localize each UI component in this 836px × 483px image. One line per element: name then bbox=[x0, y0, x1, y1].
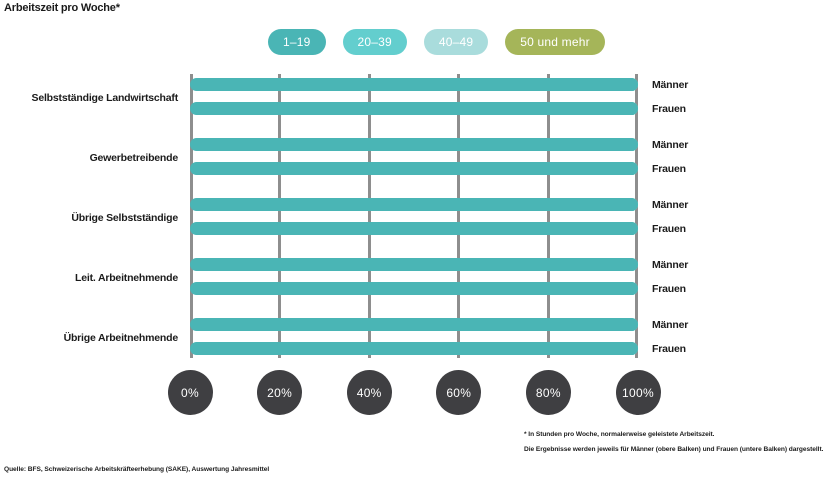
sex-label: Männer bbox=[652, 259, 689, 271]
stacked-bar[interactable] bbox=[190, 78, 638, 91]
sex-label: Männer bbox=[652, 319, 689, 331]
legend-item-0[interactable]: 1–19 bbox=[268, 29, 326, 55]
sex-label: Frauen bbox=[652, 343, 686, 355]
category-label: Leit. Arbeitnehmende bbox=[75, 272, 178, 284]
sex-label: Männer bbox=[652, 139, 689, 151]
stacked-bar[interactable] bbox=[190, 162, 638, 175]
bar-segment bbox=[190, 198, 638, 211]
legend-item-label: 50 und mehr bbox=[520, 35, 590, 49]
legend-item-2[interactable]: 40–49 bbox=[423, 29, 489, 55]
stacked-bar[interactable] bbox=[190, 138, 638, 151]
axis-tick-60: 60% bbox=[436, 370, 482, 415]
sex-label: Frauen bbox=[652, 283, 686, 295]
bar-segment bbox=[190, 258, 638, 271]
footnotes: * In Stunden pro Woche, normalerweise ge… bbox=[524, 430, 830, 460]
x-axis: 0% 20% 40% 60% 80% 100% bbox=[167, 370, 661, 415]
bar-segment bbox=[190, 318, 638, 331]
bar-segment bbox=[190, 138, 638, 151]
axis-tick-label: 100% bbox=[622, 385, 654, 400]
legend-item-label: 40–49 bbox=[438, 35, 474, 49]
stacked-bar[interactable] bbox=[190, 102, 638, 115]
stacked-bar[interactable] bbox=[190, 222, 638, 235]
bar-segment bbox=[190, 222, 638, 235]
sex-label: Frauen bbox=[652, 163, 686, 175]
gridline-100 bbox=[635, 74, 638, 358]
sex-label: Männer bbox=[652, 79, 689, 91]
sex-label: Männer bbox=[652, 199, 689, 211]
footnote-1: Die Ergebnisse werden jeweils für Männer… bbox=[524, 446, 824, 454]
sex-label: Frauen bbox=[652, 223, 686, 235]
footnote-0: * In Stunden pro Woche, normalerweise ge… bbox=[524, 431, 715, 438]
axis-tick-100: 100% bbox=[615, 370, 661, 415]
chart-legend: 1–19 20–39 40–49 50 und mehr bbox=[268, 29, 605, 55]
sex-label: Frauen bbox=[652, 103, 686, 115]
legend-item-label: 20–39 bbox=[357, 35, 392, 49]
source-note: Quelle: BFS, Schweizerische Arbeitskräft… bbox=[4, 466, 270, 473]
gridline-60 bbox=[457, 74, 461, 358]
category-label: Selbstständige Landwirtschaft bbox=[31, 92, 179, 104]
stacked-bar[interactable] bbox=[190, 318, 638, 331]
axis-tick-label: 40% bbox=[356, 385, 382, 400]
axis-tick-label: 0% bbox=[181, 385, 199, 400]
bar-segment bbox=[190, 282, 638, 295]
category-label: Gewerbetreibende bbox=[89, 152, 179, 164]
bar-segment bbox=[190, 102, 638, 115]
axis-tick-label: 60% bbox=[446, 385, 472, 400]
stacked-bar[interactable] bbox=[190, 198, 638, 211]
stacked-bar[interactable] bbox=[190, 282, 638, 295]
category-label: Übrige Selbstständige bbox=[71, 212, 178, 224]
bar-segment bbox=[190, 342, 638, 355]
stacked-bar[interactable] bbox=[190, 258, 638, 271]
legend-item-label: 1–19 bbox=[283, 35, 311, 49]
bar-segment bbox=[190, 78, 638, 91]
stacked-bar[interactable] bbox=[190, 342, 638, 355]
gridline-40 bbox=[367, 74, 371, 358]
category-label: Übrige Arbeitnehmende bbox=[63, 332, 179, 344]
bar-segment bbox=[190, 162, 638, 175]
gridline-80 bbox=[546, 74, 550, 358]
axis-tick-label: 20% bbox=[267, 385, 293, 400]
axis-tick-0: 0% bbox=[167, 370, 213, 415]
gridline-20 bbox=[278, 74, 282, 358]
axis-tick-20: 20% bbox=[257, 370, 303, 415]
gridline-0 bbox=[190, 74, 193, 358]
legend-item-3[interactable]: 50 und mehr bbox=[505, 29, 605, 55]
page-title: Arbeitszeit pro Woche* bbox=[4, 2, 120, 14]
legend-item-1[interactable]: 20–39 bbox=[342, 29, 407, 55]
axis-tick-40: 40% bbox=[346, 370, 392, 415]
axis-tick-label: 80% bbox=[535, 385, 561, 400]
axis-tick-80: 80% bbox=[525, 370, 571, 415]
